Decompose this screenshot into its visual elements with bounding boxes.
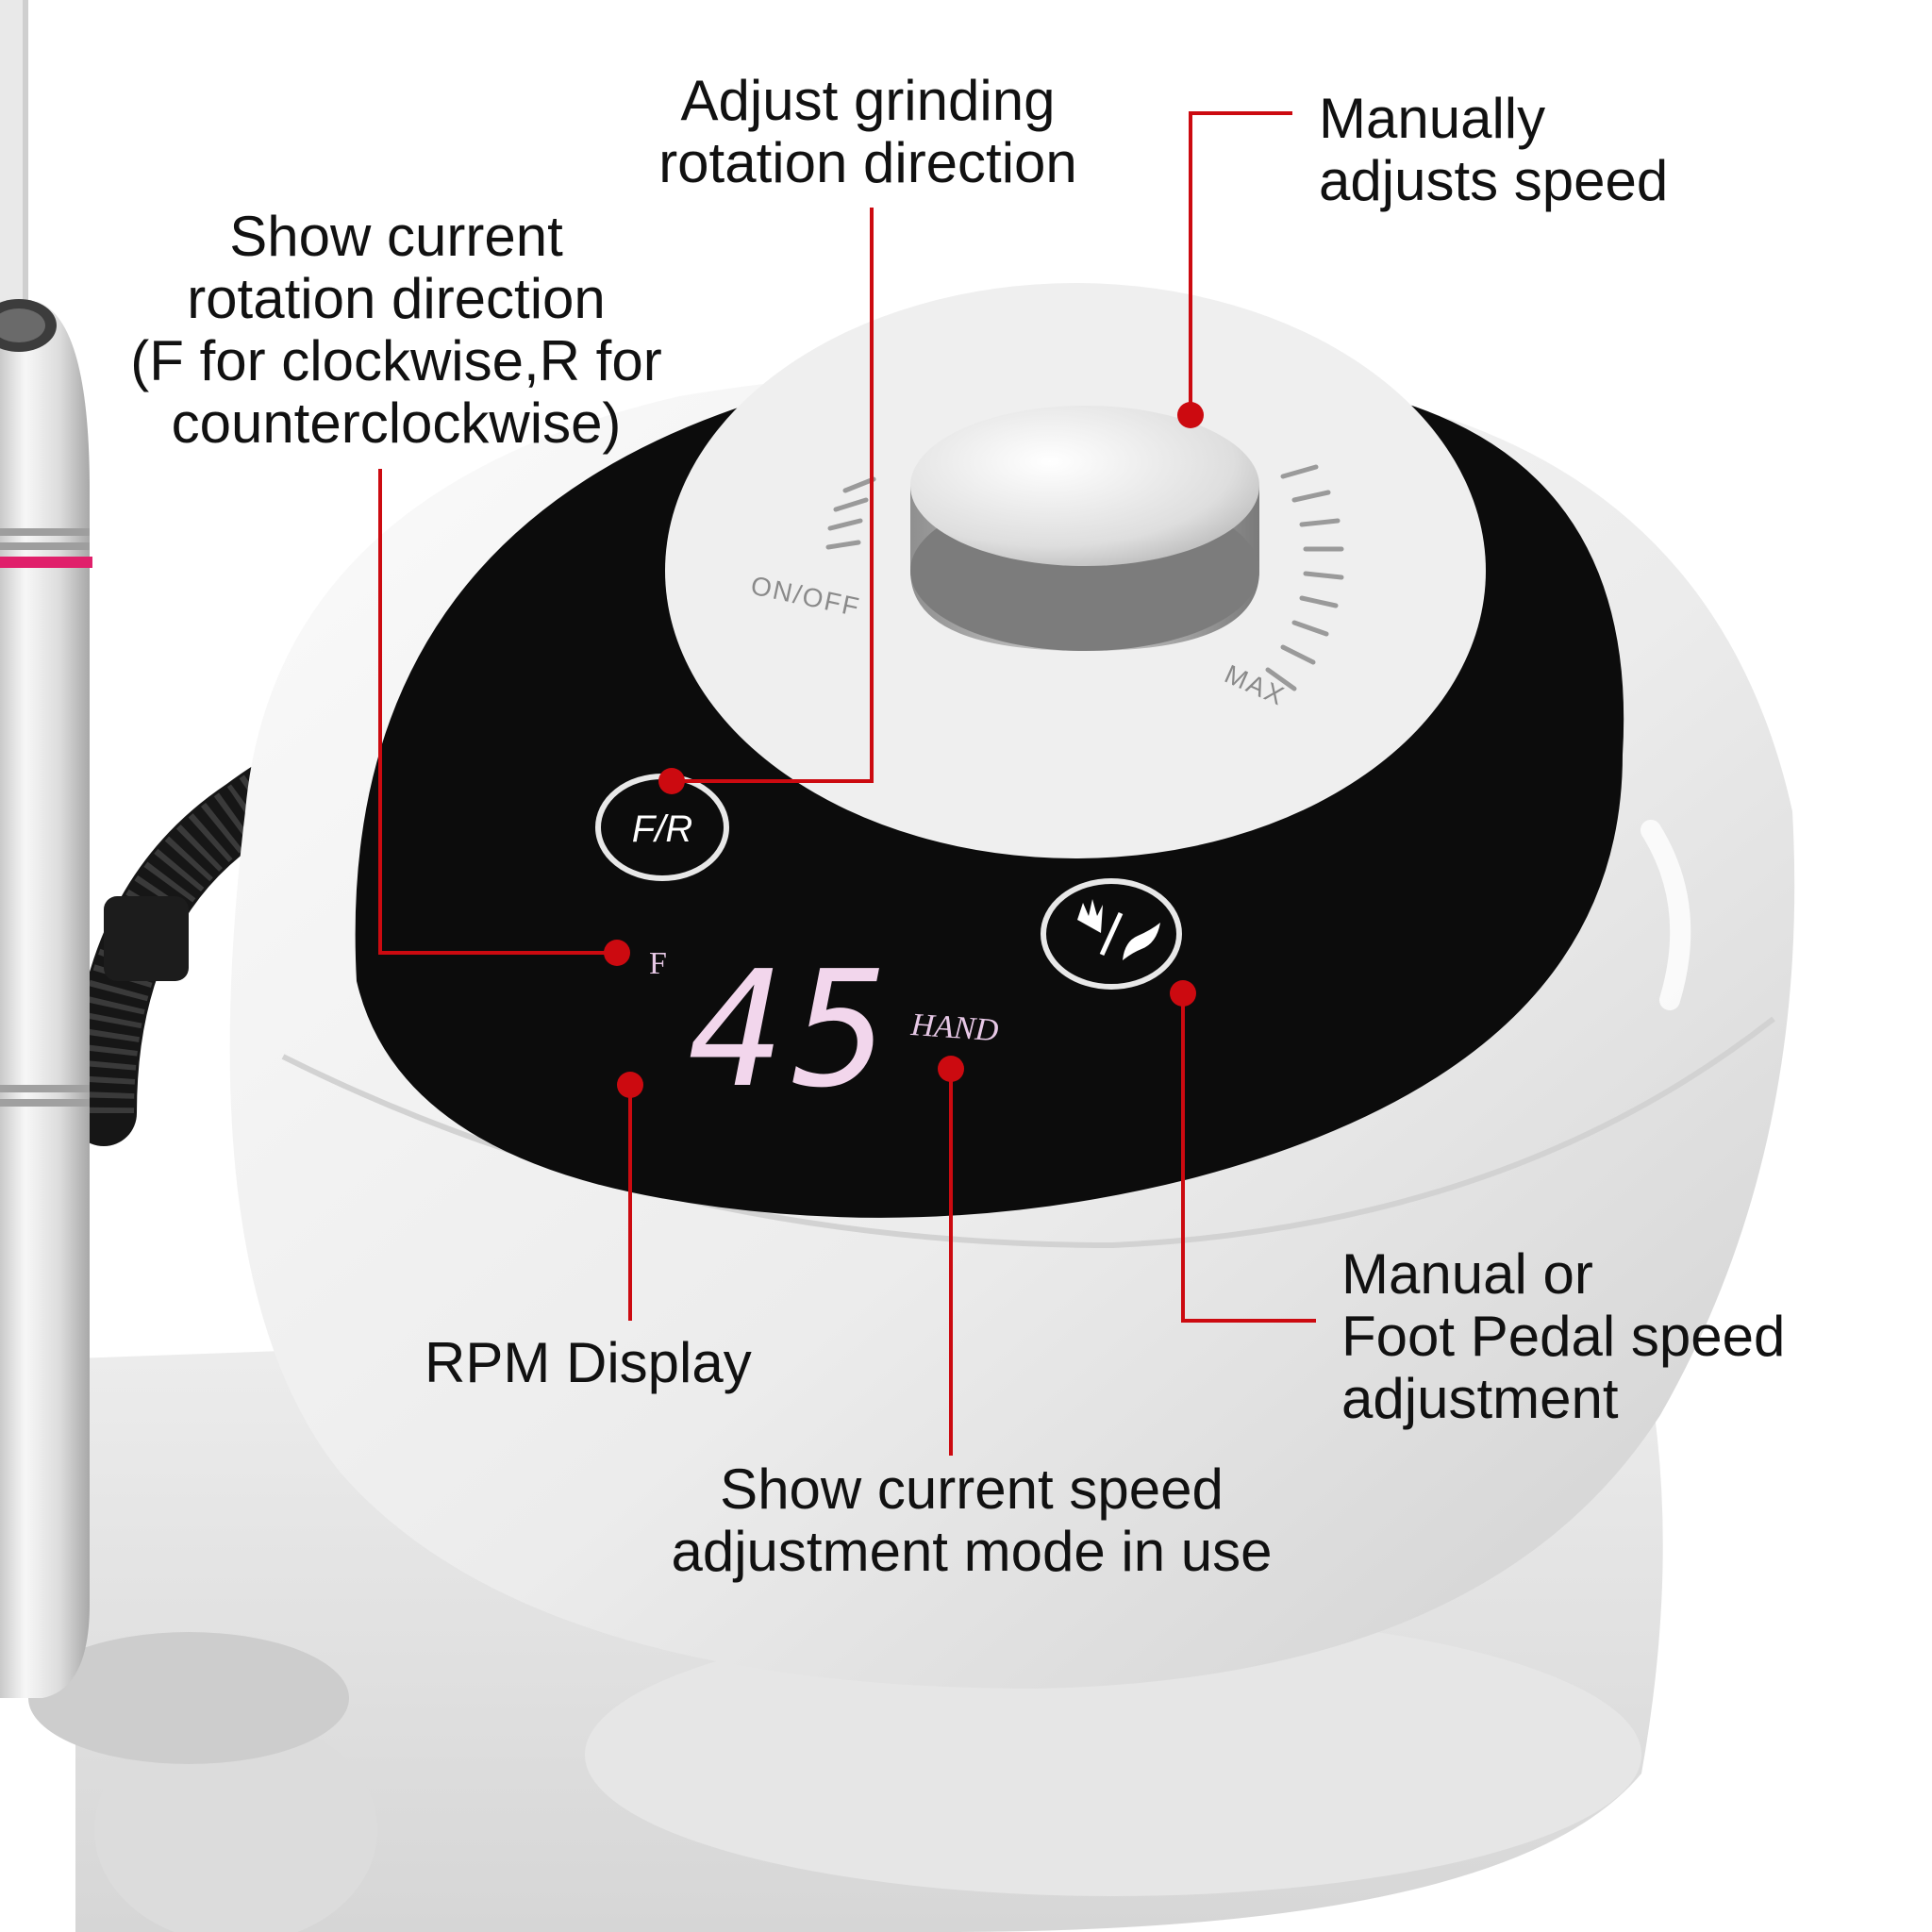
callout-direction-line1: Show current [229, 205, 563, 268]
callout-pedal-line3: adjustment [1341, 1367, 1619, 1430]
speed-knob[interactable] [910, 406, 1259, 651]
callout-direction-line3: (F for clockwise,R for [130, 329, 662, 392]
leader-speed [1189, 111, 1292, 415]
leader-direction [378, 469, 617, 955]
callout-manual-speed: Manually adjusts speed [1319, 88, 1668, 212]
direction-button[interactable]: F/R [595, 774, 729, 881]
marker-direction [604, 940, 630, 966]
callout-direction-line4: counterclockwise) [171, 391, 622, 455]
callout-foot-pedal: Manual or Foot Pedal speed adjustment [1341, 1243, 1785, 1430]
rpm-value: 45 [689, 937, 897, 1124]
callout-rpm-display: RPM Display [425, 1332, 752, 1394]
direction-button-label: F/R [632, 808, 692, 850]
direction-indicator: F [649, 946, 667, 981]
knob-dial-ticks [825, 464, 1344, 691]
leader-grinding [672, 208, 874, 783]
callout-grinding-line2: rotation direction [658, 131, 1077, 194]
callout-pedal-line1: Manual or [1341, 1242, 1593, 1306]
leader-pedal [1181, 993, 1316, 1323]
marker-speed [1177, 402, 1204, 428]
callout-grinding-line1: Adjust grinding [680, 69, 1056, 132]
marker-pedal [1170, 980, 1196, 1007]
callout-grinding-direction: Adjust grinding rotation direction [557, 70, 1179, 194]
callout-rotation-direction: Show current rotation direction (F for c… [57, 206, 736, 455]
handpiece-accent-ring [0, 557, 92, 568]
marker-grinding [658, 768, 685, 794]
callout-rpm-line1: RPM Display [425, 1331, 752, 1394]
callout-direction-line2: rotation direction [187, 267, 606, 330]
callout-speed-mode: Show current speed adjustment mode in us… [604, 1458, 1340, 1583]
callout-mode-line2: adjustment mode in use [671, 1520, 1273, 1583]
mode-indicator: HAND [909, 1008, 1000, 1048]
hand-icon [1077, 899, 1103, 933]
marker-mode-display [938, 1056, 964, 1082]
handpiece [0, 0, 92, 1698]
rpm-display: F 45 HAND [649, 937, 1000, 1124]
mode-button[interactable] [1041, 878, 1182, 990]
callout-mode-line1: Show current speed [720, 1457, 1224, 1521]
callout-pedal-line2: Foot Pedal speed [1341, 1305, 1786, 1368]
callout-speed-line2: adjusts speed [1319, 149, 1669, 212]
foot-icon [1123, 923, 1160, 960]
callout-speed-line1: Manually [1319, 87, 1546, 150]
marker-rpm [617, 1072, 643, 1098]
callout-leaders [378, 111, 1316, 1456]
